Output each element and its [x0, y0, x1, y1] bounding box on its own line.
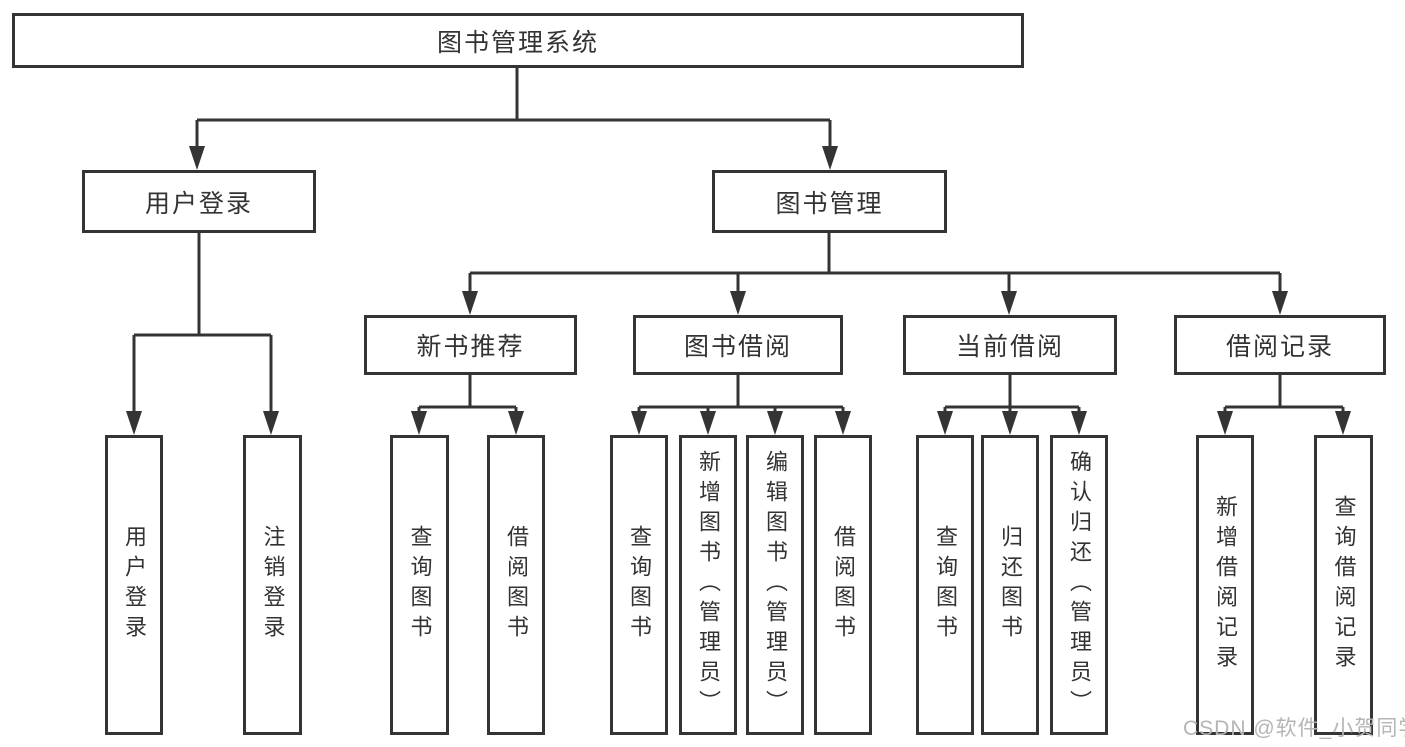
leaf-edit-books-admin-label: 编辑图书（管理员）	[763, 450, 788, 720]
connectors-current-to-leaves	[943, 375, 1081, 414]
watermark: CSDN @软件_小贺同学	[1183, 717, 1405, 740]
leaf-confirm-return-admin-label: 确认归还（管理员）	[1067, 450, 1092, 720]
leaf-logout: 注销登录	[243, 435, 302, 735]
node-root: 图书管理系统	[12, 13, 1024, 68]
leaf-borrow-books: 借阅图书	[814, 435, 872, 735]
leaf-add-borrow-record-label: 新增借阅记录	[1213, 495, 1238, 675]
leaf-return-books: 归还图书	[981, 435, 1039, 735]
leaf-query-books-current-label: 查询图书	[933, 525, 958, 645]
node-user-login: 用户登录	[82, 170, 316, 233]
leaf-user-login: 用户登录	[105, 435, 163, 735]
node-current-borrow: 当前借阅	[903, 315, 1117, 375]
leaf-borrow-books-recommend-label: 借阅图书	[504, 525, 529, 645]
node-borrow-records: 借阅记录	[1174, 315, 1386, 375]
arrowhead-icons	[126, 146, 1351, 435]
leaf-query-books-recommend: 查询图书	[390, 435, 449, 735]
leaf-query-borrow-record-label: 查询借阅记录	[1331, 495, 1357, 675]
connectors-borrow-to-leaves	[637, 375, 845, 414]
connectors-newbook-to-leaves	[417, 375, 518, 414]
connectors-bookmgmt-to-level3	[468, 233, 1282, 294]
leaf-add-books-admin: 新增图书（管理员）	[679, 435, 737, 735]
node-borrow-records-label: 借阅记录	[1225, 333, 1334, 361]
leaf-add-books-admin-label: 新增图书（管理员）	[696, 450, 721, 720]
node-root-label: 图书管理系统	[436, 28, 599, 57]
leaf-query-books-current: 查询图书	[916, 435, 974, 735]
connectors-root-to-level2	[195, 68, 832, 150]
leaf-query-books-borrow-label: 查询图书	[627, 525, 652, 645]
leaf-query-borrow-record: 查询借阅记录	[1314, 435, 1373, 735]
leaf-borrow-books-label: 借阅图书	[831, 525, 856, 645]
leaf-add-borrow-record: 新增借阅记录	[1196, 435, 1254, 735]
node-book-management-label: 图书管理	[775, 189, 884, 218]
node-book-borrow: 图书借阅	[633, 315, 843, 375]
leaf-query-books-borrow: 查询图书	[610, 435, 668, 735]
leaf-user-login-label: 用户登录	[122, 525, 147, 645]
node-current-borrow-label: 当前借阅	[955, 333, 1064, 361]
leaf-borrow-books-recommend: 借阅图书	[487, 435, 545, 735]
connectors-userlogin-to-leaves	[132, 233, 273, 414]
leaf-return-books-label: 归还图书	[998, 525, 1023, 645]
node-new-book-recommend-label: 新书推荐	[416, 333, 525, 361]
leaf-logout-label: 注销登录	[260, 525, 286, 645]
leaf-confirm-return-admin: 确认归还（管理员）	[1050, 435, 1108, 735]
leaf-edit-books-admin: 编辑图书（管理员）	[746, 435, 804, 735]
node-user-login-label: 用户登录	[144, 189, 253, 218]
node-book-management: 图书管理	[712, 170, 947, 233]
leaf-query-books-recommend-label: 查询图书	[407, 525, 433, 645]
node-book-borrow-label: 图书借阅	[683, 333, 792, 361]
node-new-book-recommend: 新书推荐	[364, 315, 577, 375]
connectors-records-to-leaves	[1223, 375, 1345, 414]
